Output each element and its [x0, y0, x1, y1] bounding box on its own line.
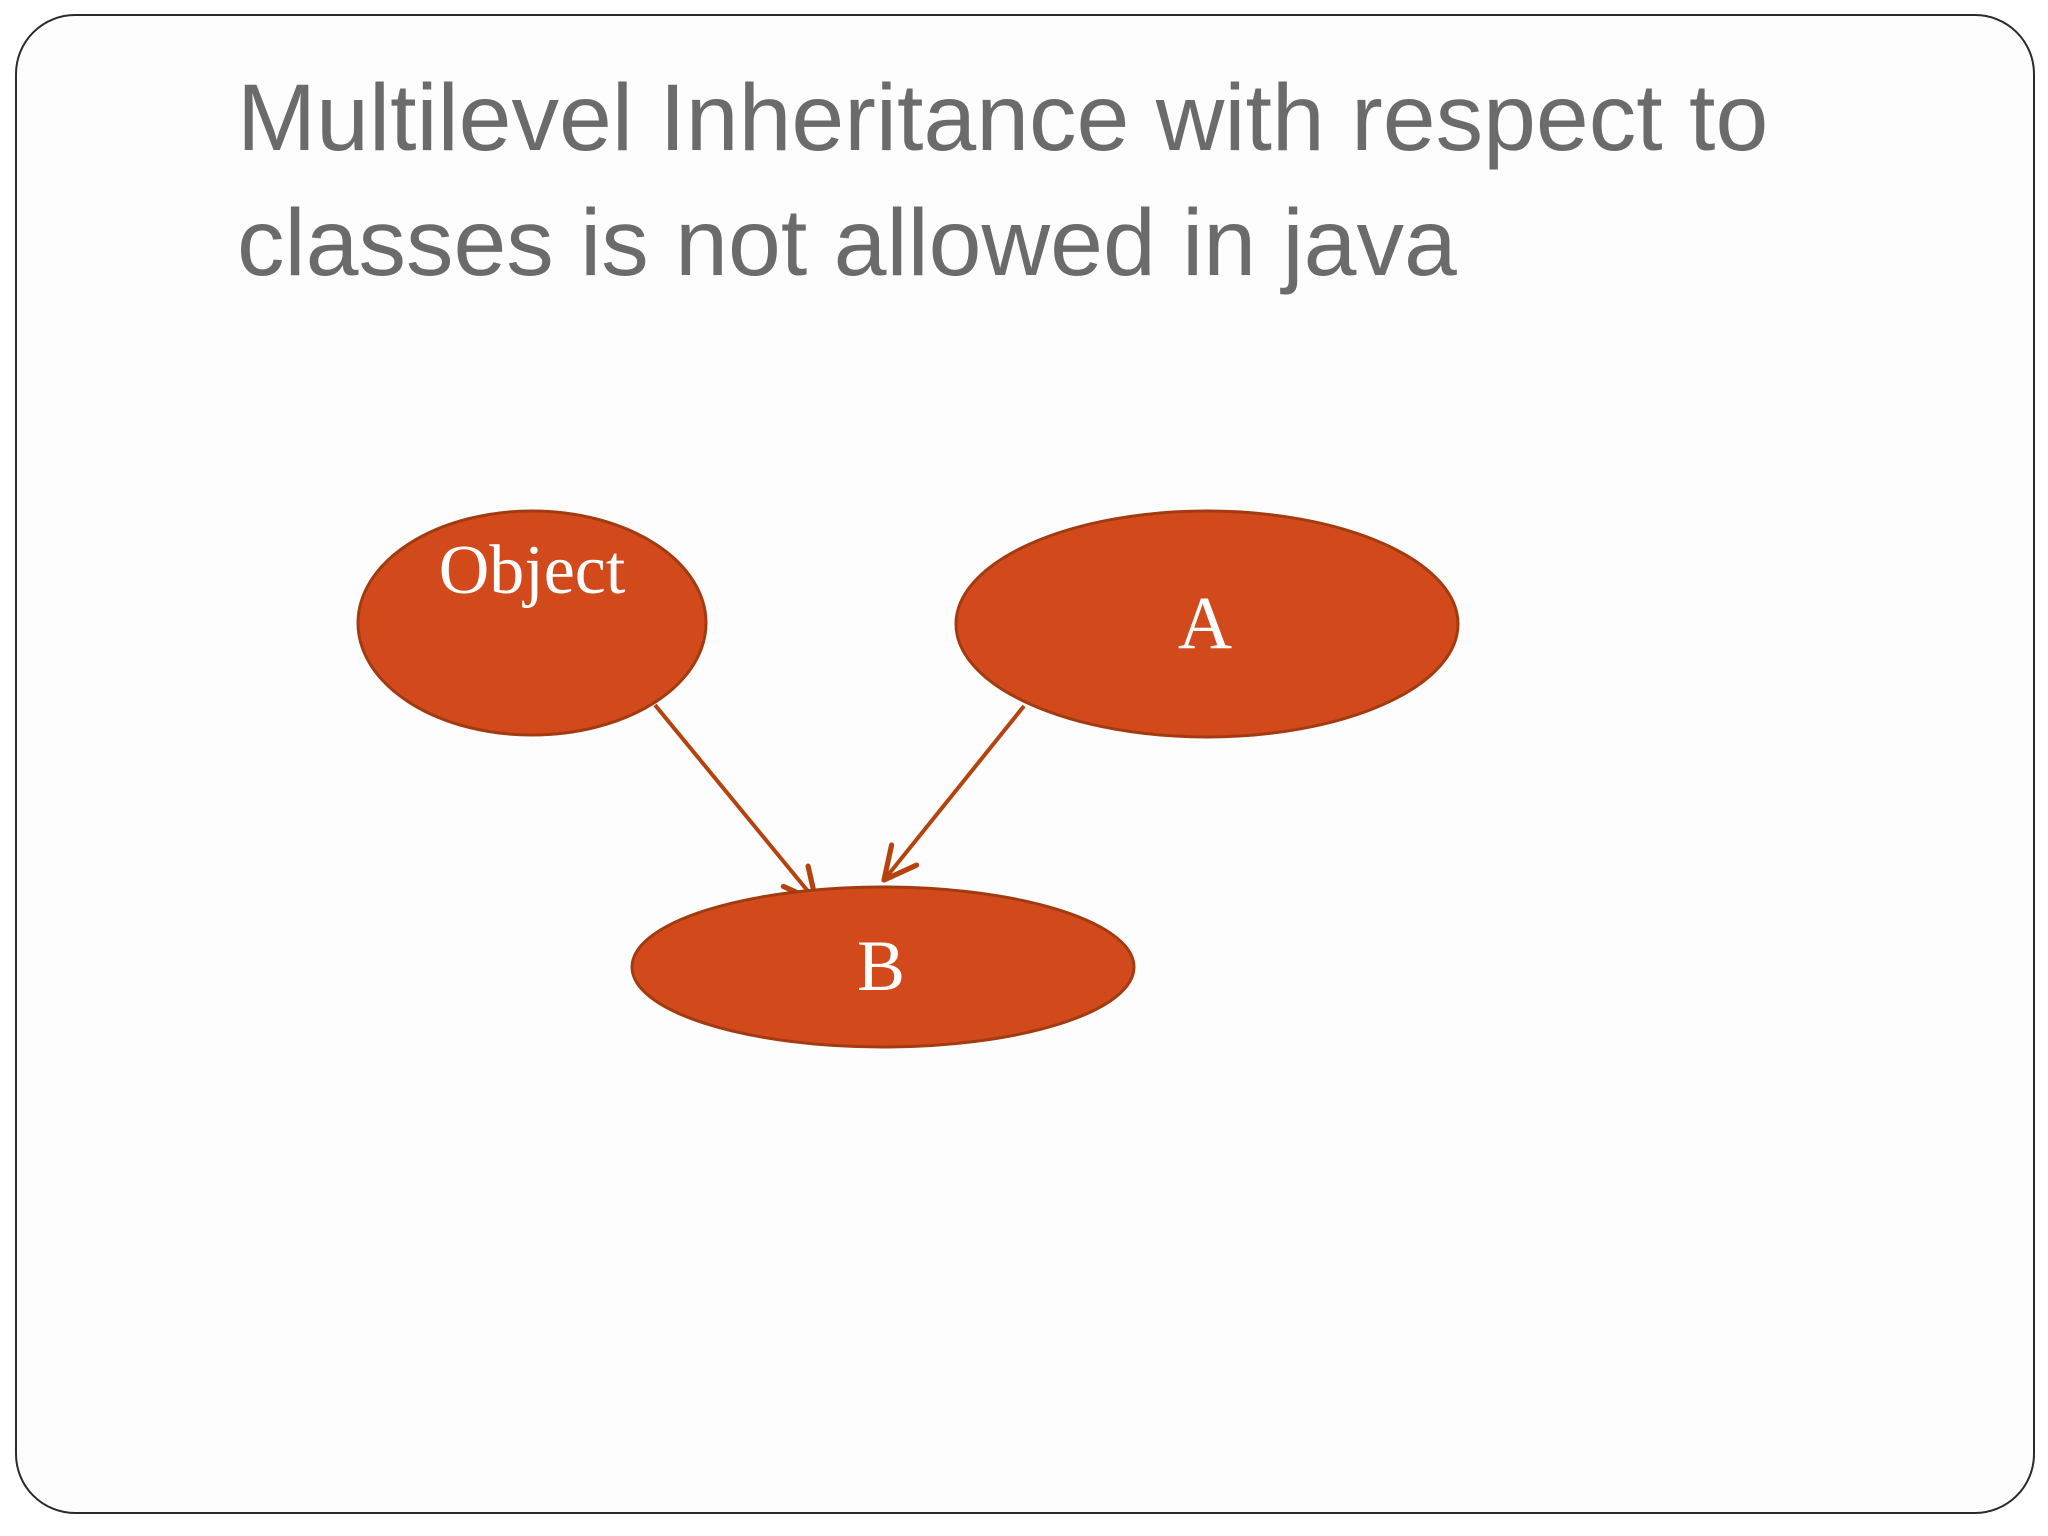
node-ellipse-object — [356, 509, 708, 737]
edge-a-to-b — [881, 704, 1026, 883]
node-label-b: B — [857, 926, 905, 1006]
edge-object-to-b — [653, 703, 819, 904]
node-label-object: Object — [439, 532, 626, 609]
node-label-a: A — [1178, 582, 1232, 665]
title-line-1: Multilevel Inheritance with respect to — [237, 65, 1769, 171]
title-line-2: classes is not allowed in java — [237, 190, 1457, 296]
slide-title: Multilevel Inheritance with respect to c… — [237, 56, 1768, 306]
slide-frame — [15, 14, 2035, 1514]
node-ellipse-a — [954, 509, 1460, 739]
node-ellipse-b — [630, 885, 1136, 1049]
